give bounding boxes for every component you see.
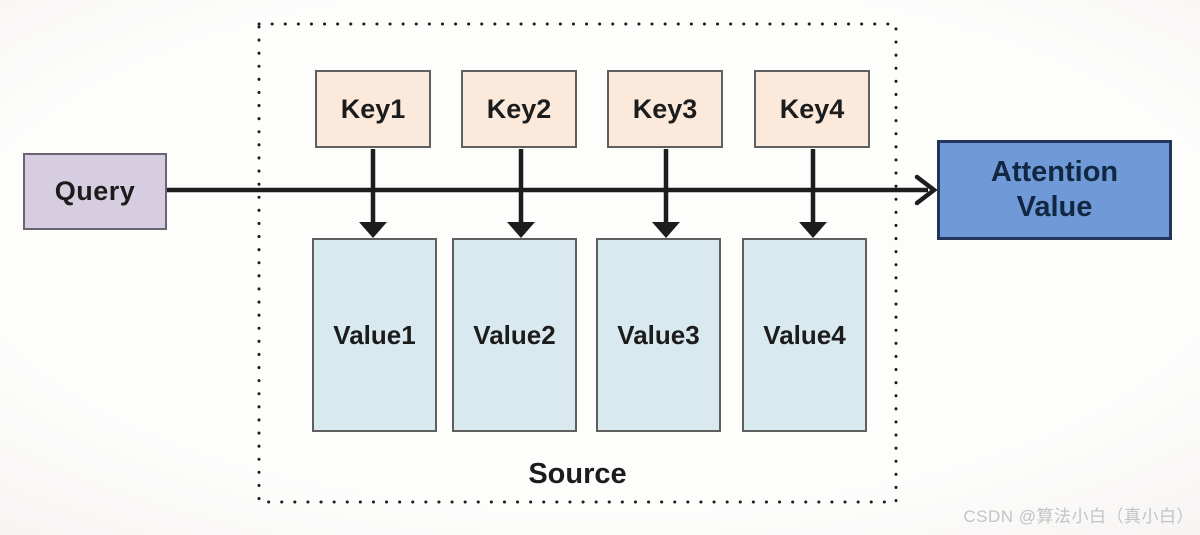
value4-label: Value4 xyxy=(763,319,846,350)
query-label: Query xyxy=(54,176,136,206)
value3-label: Value3 xyxy=(617,319,700,350)
query-box: Query xyxy=(23,153,167,230)
key1-to-value1-arrow xyxy=(359,149,387,238)
key4-box: Key4 xyxy=(754,70,870,148)
attention-value-label-line2: Value xyxy=(1016,191,1093,223)
value1-label: Value1 xyxy=(333,319,416,350)
key3-box: Key3 xyxy=(607,70,723,148)
attention-value-box: Attention Value xyxy=(937,140,1172,240)
source-label: Source xyxy=(528,458,627,490)
key4-label: Key4 xyxy=(779,93,845,124)
query-to-attention-arrow xyxy=(167,174,938,206)
csdn-watermark: CSDN @算法小白（真小白） xyxy=(963,507,1194,526)
key3-to-value3-arrow xyxy=(652,149,680,238)
value3-box: Value3 xyxy=(596,238,721,432)
value2-label: Value2 xyxy=(473,319,556,350)
key3-label: Key3 xyxy=(632,93,698,124)
value1-box: Value1 xyxy=(312,238,437,432)
attention-value-label-line1: Attention xyxy=(990,155,1119,188)
value2-box: Value2 xyxy=(452,238,577,432)
value4-box: Value4 xyxy=(742,238,867,432)
key2-to-value2-arrow xyxy=(507,149,535,238)
key1-label: Key1 xyxy=(340,93,406,124)
key4-to-value4-arrow xyxy=(799,149,827,238)
key1-box: Key1 xyxy=(315,70,431,148)
key2-box: Key2 xyxy=(461,70,577,148)
key2-label: Key2 xyxy=(486,93,552,124)
